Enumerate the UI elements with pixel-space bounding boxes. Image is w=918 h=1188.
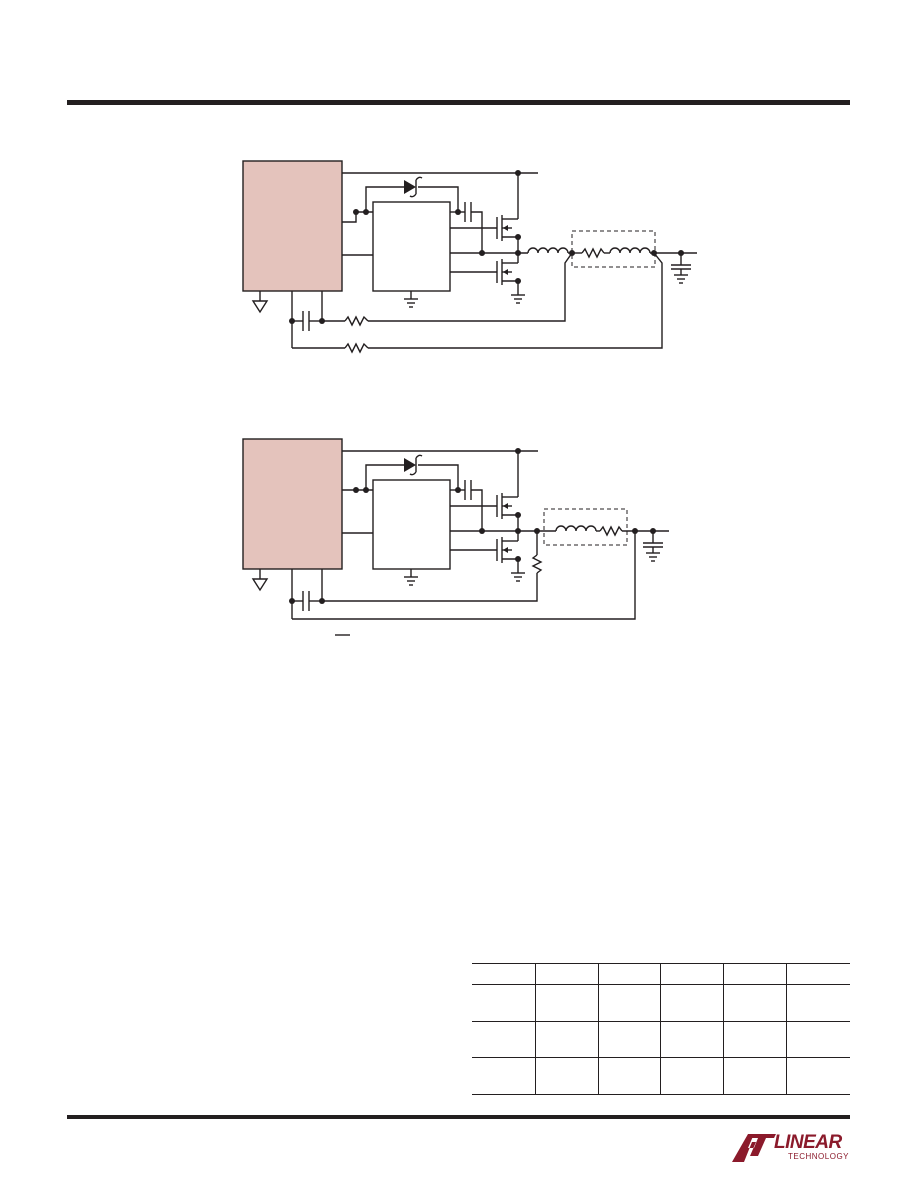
schematic-figure-2 <box>242 438 669 636</box>
driver-ic-block <box>372 201 451 292</box>
table-rule <box>472 1021 850 1022</box>
driver-ic-block <box>372 479 451 570</box>
table-rule <box>472 963 850 964</box>
table-divider <box>598 963 599 1095</box>
table-rule <box>472 1057 850 1058</box>
linear-technology-lt-logo-icon <box>732 1134 776 1162</box>
table-divider <box>786 963 787 1095</box>
table-divider <box>535 963 536 1095</box>
logo-wordmark-technology: TECHNOLOGY <box>788 1152 850 1161</box>
header-rule <box>67 100 850 105</box>
controller-ic-block <box>242 438 343 570</box>
company-logo: LINEAR TECHNOLOGY <box>730 1132 852 1166</box>
table-divider <box>660 963 661 1095</box>
logo-wordmark-linear: LINEAR <box>774 1132 842 1153</box>
table-rule <box>472 1094 850 1095</box>
controller-ic-block <box>242 160 343 292</box>
table-rule <box>472 984 850 985</box>
footer-rule <box>67 1115 850 1119</box>
data-table <box>472 963 850 1095</box>
schematic-figure-1 <box>242 160 697 354</box>
table-divider <box>723 963 724 1095</box>
